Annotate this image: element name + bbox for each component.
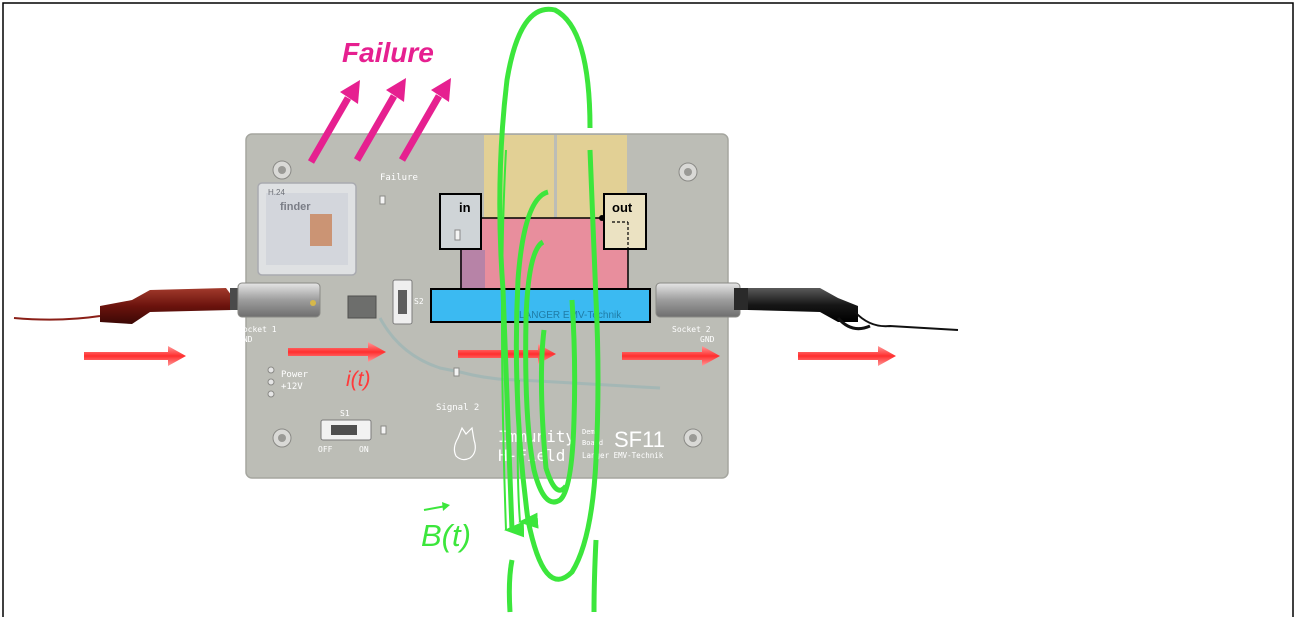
langer-chip: [430, 288, 651, 323]
socket1-label: Socket 1: [238, 325, 277, 334]
failure-arrow: [353, 78, 406, 162]
signal-node: [599, 215, 605, 221]
field-loop-outer: [497, 6, 593, 531]
socket2-label: Socket 2: [672, 325, 711, 334]
failure-led: [379, 195, 386, 205]
power-pin: [267, 366, 275, 374]
socket2-gnd-label: GND: [700, 335, 715, 344]
board-id: SF11: [614, 427, 665, 452]
power-label-2: +12V: [281, 382, 303, 392]
ic-out-label: out: [612, 200, 633, 215]
field-direction-arrow: [501, 149, 525, 538]
s1-label: S1: [340, 409, 350, 418]
board-small-1: Demo: [582, 428, 599, 436]
ic-in-box: in: [439, 193, 482, 250]
mounting-hole: [272, 160, 292, 180]
socket-2: [655, 282, 741, 318]
current-label: i(t): [346, 368, 371, 391]
field-direction-arrow: [516, 379, 539, 529]
relay-label: finder: [280, 201, 311, 213]
svg-text:H.24: H.24: [268, 188, 285, 197]
power-pin: [267, 378, 275, 386]
field-loop-outer-tail: [506, 559, 515, 613]
field-loop-right-tail: [591, 539, 599, 613]
pcb-purple-area: [460, 250, 485, 288]
s1-led: [380, 425, 387, 435]
right-cable: [734, 288, 959, 331]
current-arrow: [798, 346, 896, 366]
small-chip: [347, 295, 377, 319]
socket1-gnd-label: GND: [238, 335, 253, 344]
current-arrow: [288, 342, 386, 362]
field-label-group: B(t): [421, 502, 471, 553]
left-cable: [13, 288, 244, 324]
mounting-hole: [678, 162, 698, 182]
pcb-pink-area: [460, 218, 628, 288]
signal-led: [453, 367, 460, 377]
field-label: B(t): [421, 518, 471, 553]
power-pin: [267, 390, 275, 398]
magnetic-field-loops: [497, 6, 601, 613]
failure-arrow: [398, 78, 451, 162]
relay: H.24 finder: [257, 182, 357, 276]
gold-pad-left: [484, 135, 554, 221]
failure-led-label: Failure: [380, 173, 418, 183]
mounting-hole: [683, 428, 703, 448]
current-arrow: [84, 346, 186, 366]
signal2-label: Signal 2: [436, 403, 479, 413]
switch-on-label: ON: [359, 445, 369, 454]
field-loop-middle: [513, 149, 601, 582]
s2-label: S2: [414, 297, 424, 306]
ic-in-label: in: [459, 200, 471, 215]
current-arrow: [622, 346, 720, 366]
board-small-2: Board: [582, 439, 603, 447]
cat-logo-icon: [453, 426, 476, 461]
socket-1: [237, 282, 321, 318]
field-loop-inner: [523, 239, 578, 505]
mounting-hole: [272, 428, 292, 448]
power-label-1: Power: [281, 370, 309, 380]
switch-off-label: OFF: [318, 445, 333, 454]
field-loop-innermost: [538, 329, 569, 493]
board-small-3: Langer EMV-Technik: [582, 451, 664, 460]
failure-arrow: [307, 80, 360, 164]
failure-label: Failure: [342, 37, 434, 68]
